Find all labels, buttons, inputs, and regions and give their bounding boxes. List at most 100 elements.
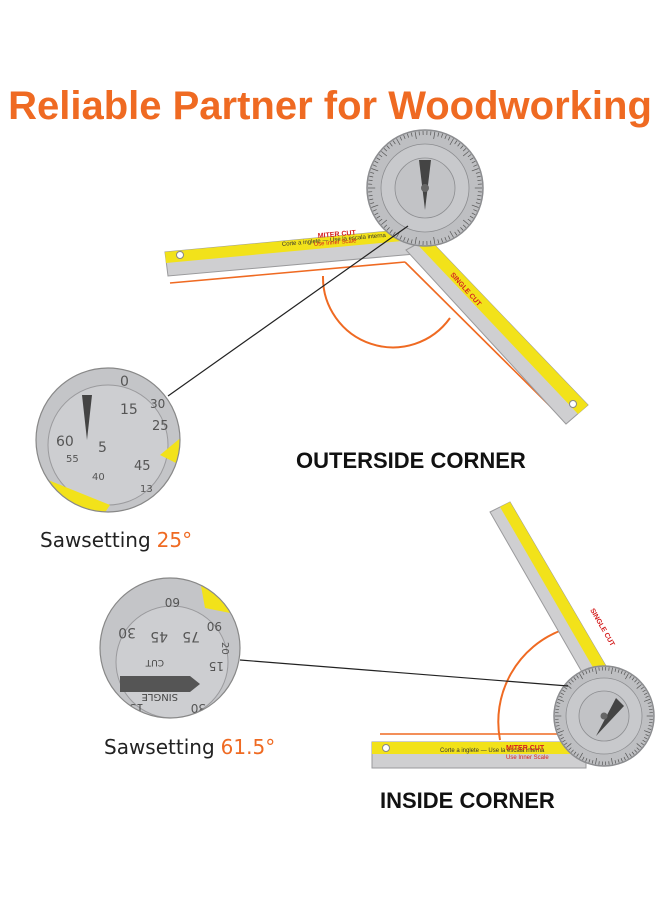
dial-tick bbox=[383, 148, 388, 152]
dial-tick bbox=[477, 179, 482, 181]
dial-tick bbox=[460, 145, 464, 149]
dial-tick bbox=[595, 757, 597, 765]
dial-tick bbox=[454, 231, 458, 236]
dial-tick bbox=[471, 212, 476, 216]
dial-tick bbox=[582, 756, 585, 761]
outside-corner-protractor: Corte a inglete — Use la escala interna … bbox=[35, 129, 589, 513]
dial-tick bbox=[564, 686, 568, 690]
outside-wall-line-right bbox=[404, 261, 557, 413]
dial-tick bbox=[588, 759, 591, 763]
dial-tick bbox=[636, 747, 640, 751]
dial-tick bbox=[570, 679, 574, 683]
dial-tick bbox=[625, 673, 629, 680]
dial-tick bbox=[570, 749, 574, 753]
dial-tick bbox=[449, 230, 454, 238]
dial-tick bbox=[449, 138, 454, 146]
zoom-number: 40 bbox=[92, 472, 105, 483]
zoom-number: 0 bbox=[120, 374, 129, 390]
dial-tick bbox=[591, 668, 594, 672]
dial-tick bbox=[648, 705, 653, 707]
dial-tick bbox=[611, 667, 613, 675]
dial-tick bbox=[640, 742, 644, 746]
dial-tick bbox=[647, 728, 652, 730]
dial-tick bbox=[369, 175, 374, 178]
dial-tick bbox=[381, 151, 388, 157]
inside-saw-prefix: Sawsetting bbox=[104, 735, 215, 759]
dial-tick bbox=[368, 179, 373, 181]
dial-tick bbox=[370, 202, 375, 205]
dial-tick bbox=[462, 151, 469, 157]
dial-tick bbox=[407, 133, 409, 138]
dial-tick bbox=[370, 171, 375, 174]
dial-tick bbox=[444, 237, 447, 241]
dial-tick bbox=[378, 154, 383, 158]
dial-tick bbox=[585, 758, 588, 762]
dial-tick bbox=[617, 669, 620, 673]
dial-tick bbox=[473, 209, 478, 212]
dial-tick bbox=[559, 734, 563, 737]
dial-tick bbox=[634, 679, 638, 683]
dial-tick bbox=[617, 759, 620, 763]
dial-tick bbox=[559, 695, 563, 698]
dial-tick bbox=[399, 136, 403, 141]
dial-tick bbox=[467, 218, 472, 222]
dial-tick bbox=[414, 236, 417, 245]
dial-tick bbox=[476, 175, 481, 178]
zoom-number: 45 bbox=[150, 628, 168, 644]
dial-tick bbox=[469, 157, 474, 161]
dial-tick bbox=[389, 142, 393, 147]
dial-tick bbox=[595, 667, 597, 675]
dial-tick bbox=[475, 202, 480, 205]
dial-tick bbox=[371, 168, 379, 172]
dial-tick bbox=[568, 747, 572, 751]
dial-tick bbox=[471, 168, 479, 172]
dial-tick bbox=[588, 669, 591, 673]
inside-dial-pointer-icon bbox=[596, 698, 624, 736]
dial-tick bbox=[585, 670, 588, 674]
dial-tick bbox=[636, 681, 640, 685]
dial-tick bbox=[620, 670, 623, 674]
dial-tick bbox=[555, 725, 560, 727]
dial-tick bbox=[371, 204, 379, 208]
zoom-number: 13 bbox=[140, 484, 153, 495]
zoom-number: 30 bbox=[118, 624, 136, 640]
zoom-number: 30 bbox=[150, 397, 165, 411]
dial-tick bbox=[392, 231, 396, 236]
dial-tick bbox=[642, 739, 646, 743]
zoom-number: 25 bbox=[152, 419, 169, 434]
dial-tick bbox=[645, 695, 649, 698]
dial-tick bbox=[645, 734, 649, 737]
dial-tick bbox=[376, 215, 381, 219]
zoom-number: 15 bbox=[129, 701, 144, 715]
dial-tick bbox=[555, 705, 560, 707]
zoom-number: 20 bbox=[219, 642, 230, 655]
zoom-number: 90 bbox=[207, 619, 222, 633]
dial-tick bbox=[433, 131, 436, 140]
dial-tick bbox=[475, 171, 480, 174]
zoom-number: 15 bbox=[120, 402, 138, 418]
dial-tick bbox=[562, 689, 566, 693]
dial-tick bbox=[611, 757, 613, 765]
dial-tick bbox=[374, 160, 379, 164]
dial-tick bbox=[644, 698, 651, 702]
inside-zoom-pointer-icon bbox=[120, 676, 200, 692]
dial-tick bbox=[556, 702, 561, 704]
zoom-number: 5 bbox=[98, 440, 107, 456]
dial-tick bbox=[372, 164, 377, 167]
dial-tick bbox=[562, 739, 566, 743]
dial-tick bbox=[392, 140, 396, 145]
dial-tick bbox=[437, 132, 440, 137]
inside-miter-cut-text: MITER CUT bbox=[506, 745, 545, 752]
outside-dial bbox=[366, 129, 484, 247]
dial-tick bbox=[386, 227, 390, 231]
outside-ruler-arm-horizontal: Corte a inglete — Use la escala interna … bbox=[164, 228, 416, 277]
dial-tick bbox=[462, 224, 467, 228]
dial-tick bbox=[644, 730, 651, 734]
dial-tick bbox=[414, 131, 417, 140]
dial-tick bbox=[410, 132, 413, 137]
dial-tick bbox=[573, 677, 577, 681]
dial-tick bbox=[631, 751, 635, 755]
